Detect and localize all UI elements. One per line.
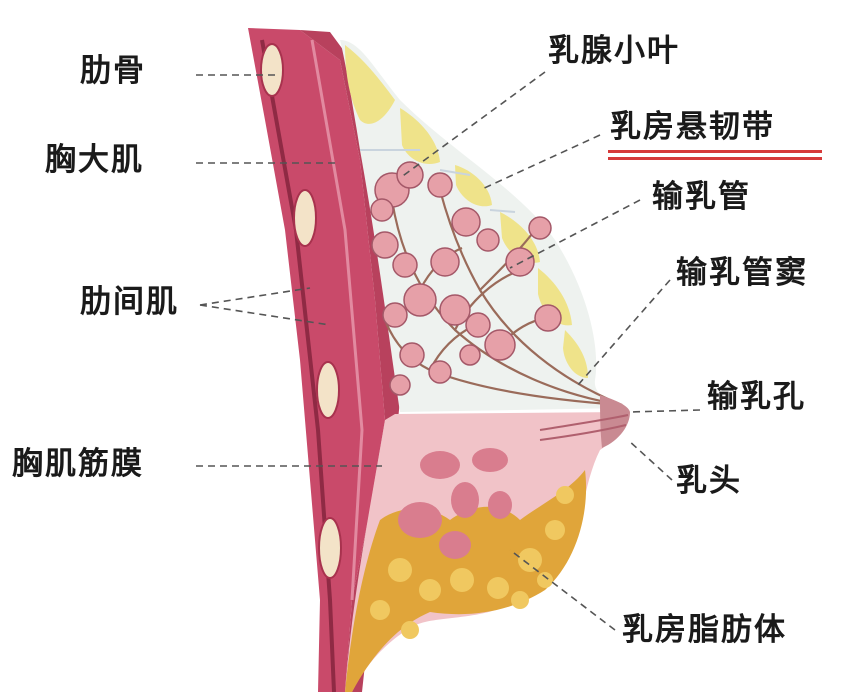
fat-lobe-yellow xyxy=(500,212,540,263)
rib-cross-section xyxy=(260,43,284,97)
label-underline xyxy=(608,157,822,160)
nipple-shape xyxy=(600,395,630,448)
rib-cross-section xyxy=(318,517,342,579)
nipple-ducts xyxy=(539,424,627,441)
label-lactiferous-duct: 输乳管 xyxy=(652,179,751,215)
label-duct-opening: 输乳孔 xyxy=(707,379,806,415)
chest-wall-streak xyxy=(260,39,336,692)
label-fat-body: 乳房脂肪体 xyxy=(622,612,787,648)
fat-lobe-yellow xyxy=(455,165,492,207)
label-nipple: 乳头 xyxy=(676,463,742,499)
suspensory-ligament-strands xyxy=(360,149,516,213)
label-pectoral-fascia: 胸肌筋膜 xyxy=(12,446,144,482)
chest-wall-muscle xyxy=(248,28,385,692)
label-lactiferous-sinus: 输乳管窦 xyxy=(676,255,808,291)
pink-lobules-lower xyxy=(398,448,512,559)
fat-lobe-yellow xyxy=(345,45,395,124)
fat-lobe-yellow xyxy=(563,330,588,378)
label-intercostal-muscle: 肋间肌 xyxy=(80,284,179,320)
label-rib: 肋骨 xyxy=(80,53,146,89)
label-suspensory-ligament: 乳房悬韧带 xyxy=(610,109,775,145)
chest-wall-streak xyxy=(310,39,364,601)
fat-globules xyxy=(370,486,574,639)
leader-lines xyxy=(196,71,701,631)
lobules xyxy=(370,161,562,396)
label-underline xyxy=(608,150,822,153)
label-lobule: 乳腺小叶 xyxy=(548,33,680,69)
nipple-ducts xyxy=(539,414,629,431)
label-pectoralis-major: 胸大肌 xyxy=(45,142,144,178)
rib-cross-section xyxy=(316,361,340,419)
rib-cross-section xyxy=(293,189,317,247)
